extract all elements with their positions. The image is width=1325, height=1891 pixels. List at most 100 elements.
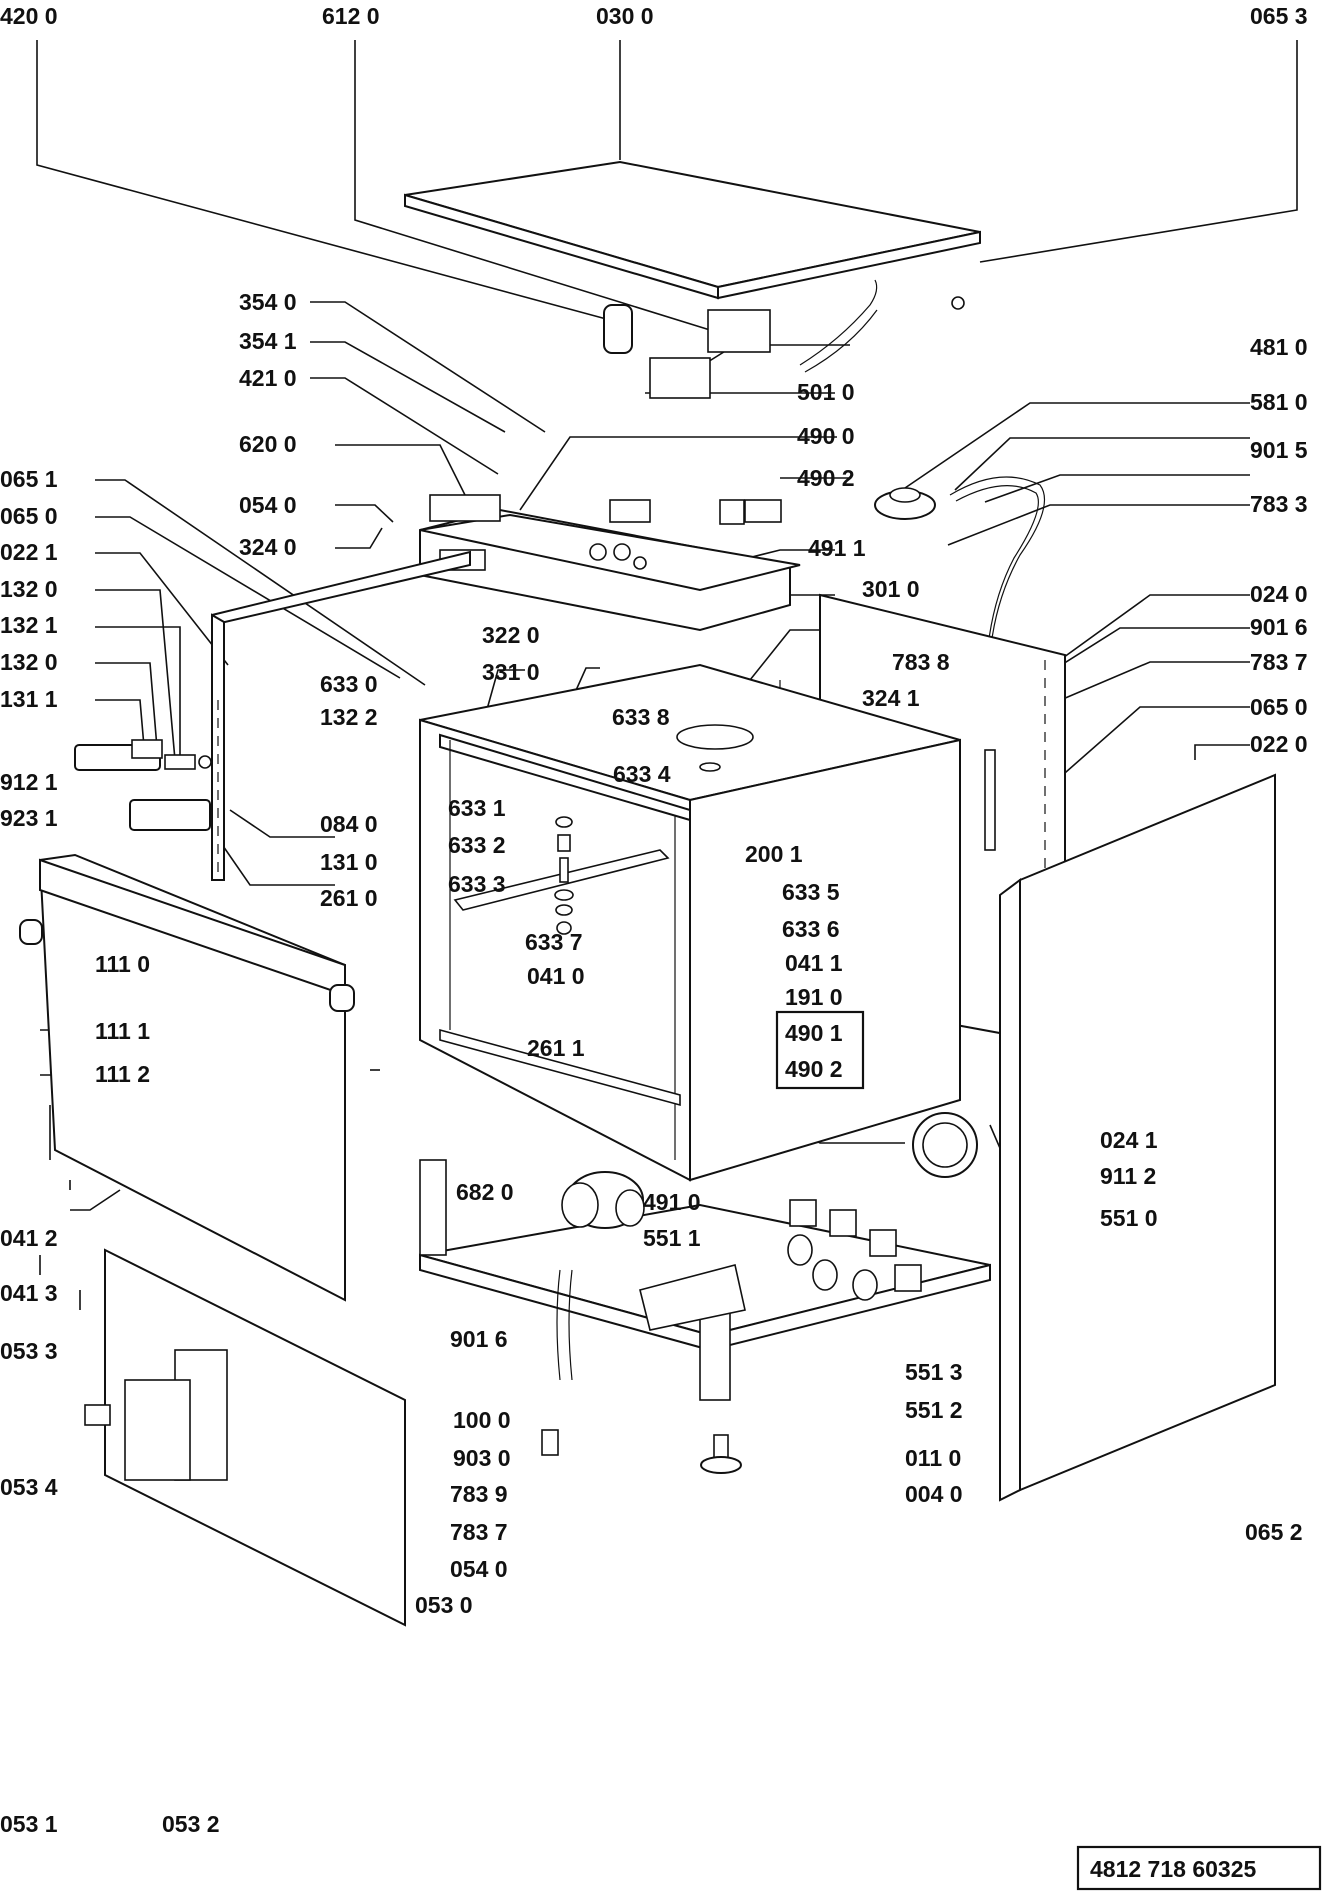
label-901-6-bottom: 901 6 (450, 1326, 508, 1352)
control-panel-part (419, 508, 801, 632)
top-cover-part (404, 160, 981, 310)
label-024-0: 024 0 (1250, 581, 1308, 607)
kick-plate-part (84, 1248, 406, 1627)
label-004-0: 004 0 (905, 1481, 963, 1507)
label-633-4: 633 4 (613, 761, 671, 787)
capacitor-part (603, 304, 771, 399)
label-200-1: 200 1 (745, 841, 803, 867)
terminal-block-part (429, 494, 782, 525)
right-side-panel-part (999, 773, 1276, 1502)
label-620-0: 620 0 (239, 431, 297, 457)
valve-stack-part (554, 816, 574, 935)
label-065-0-right: 065 0 (1250, 694, 1308, 720)
pressure-switch-part (874, 487, 936, 520)
parts-drawing (19, 160, 1322, 1891)
label-490-2-boxed: 490 2 (785, 1056, 843, 1082)
label-041-1: 041 1 (785, 950, 843, 976)
label-633-8: 633 8 (612, 704, 670, 730)
cable-harness-part (799, 279, 878, 373)
label-261-1: 261 1 (527, 1035, 585, 1061)
tub-part (419, 663, 961, 1182)
document-number: 4812 718 60325 (1090, 1856, 1256, 1882)
label-065-3: 065 3 (1250, 3, 1308, 29)
label-111-1: 111 1 (95, 1018, 150, 1044)
label-551-0: 551 0 (1100, 1205, 1158, 1231)
label-901-5: 901 5 (1250, 437, 1308, 463)
door-part (19, 853, 355, 1302)
label-633-3: 633 3 (448, 871, 506, 897)
label-490-2: 490 2 (797, 465, 855, 491)
label-490-1-boxed: 490 1 (785, 1020, 843, 1046)
label-481-0: 481 0 (1250, 334, 1308, 360)
label-053-2: 053 2 (162, 1811, 220, 1837)
label-633-2: 633 2 (448, 832, 506, 858)
foot-part (700, 1434, 742, 1474)
drain-pump-part (561, 1171, 645, 1229)
label-612-0: 612 0 (322, 3, 380, 29)
label-132-1: 132 1 (0, 612, 58, 638)
label-923-1: 923 1 (0, 805, 58, 831)
label-633-5: 633 5 (782, 879, 840, 905)
label-783-7-bottom: 783 7 (450, 1519, 508, 1545)
label-100-0: 100 0 (453, 1407, 511, 1433)
label-030-0: 030 0 (596, 3, 654, 29)
label-911-2: 911 2 (1100, 1163, 1156, 1189)
label-065-2: 065 2 (1245, 1519, 1303, 1545)
label-501-0: 501 0 (797, 379, 855, 405)
label-633-6: 633 6 (782, 916, 840, 942)
label-131-0: 131 0 (320, 849, 378, 875)
label-053-4: 053 4 (0, 1474, 58, 1500)
label-783-9: 783 9 (450, 1481, 508, 1507)
relay-components-part (787, 1199, 922, 1301)
label-490-0: 490 0 (797, 423, 855, 449)
label-022-1: 022 1 (0, 539, 58, 565)
label-912-1: 912 1 (0, 769, 58, 795)
label-354-1: 354 1 (239, 328, 297, 354)
part-group-frame (775, 1010, 865, 1090)
label-011-0: 011 0 (905, 1445, 961, 1471)
label-551-3: 551 3 (905, 1359, 963, 1385)
label-682-0: 682 0 (456, 1179, 514, 1205)
label-491-0: 491 0 (643, 1189, 701, 1215)
label-551-2: 551 2 (905, 1397, 963, 1423)
label-354-0: 354 0 (239, 289, 297, 315)
label-132-2: 132 2 (320, 704, 378, 730)
label-581-0: 581 0 (1250, 389, 1308, 415)
label-132-0-a: 132 0 (0, 576, 58, 602)
label-132-0-b: 132 0 (0, 649, 58, 675)
left-side-panel-part (211, 550, 471, 881)
label-111-2: 111 2 (95, 1061, 150, 1087)
label-301-0: 301 0 (862, 576, 920, 602)
label-053-3: 053 3 (0, 1338, 58, 1364)
hinge-part (74, 739, 212, 831)
label-783-8: 783 8 (892, 649, 950, 675)
label-633-0: 633 0 (320, 671, 378, 697)
label-783-7-right: 783 7 (1250, 649, 1308, 675)
label-633-1: 633 1 (448, 795, 506, 821)
label-131-1: 131 1 (0, 686, 58, 712)
label-324-0: 324 0 (239, 534, 297, 560)
label-041-0: 041 0 (527, 963, 585, 989)
label-322-0: 322 0 (482, 622, 540, 648)
label-054-0-top: 054 0 (239, 492, 297, 518)
label-783-3: 783 3 (1250, 491, 1308, 517)
label-111-0: 111 0 (95, 951, 150, 977)
label-041-2: 041 2 (0, 1225, 58, 1251)
label-324-1: 324 1 (862, 685, 920, 711)
label-191-0: 191 0 (785, 984, 843, 1010)
label-084-0: 084 0 (320, 811, 378, 837)
heater-part (912, 1112, 978, 1178)
label-420-0: 420 0 (0, 3, 58, 29)
label-421-0: 421 0 (239, 365, 297, 391)
pressure-hose-part (949, 476, 1046, 657)
label-901-6-right: 901 6 (1250, 614, 1308, 640)
label-551-1: 551 1 (643, 1225, 701, 1251)
label-022-0: 022 0 (1250, 731, 1308, 757)
document-number-frame (1076, 1845, 1322, 1891)
label-903-0: 903 0 (453, 1445, 511, 1471)
label-053-0: 053 0 (415, 1592, 473, 1618)
label-491-1: 491 1 (808, 535, 866, 561)
drain-hose-part (541, 1269, 573, 1456)
label-633-7: 633 7 (525, 929, 583, 955)
